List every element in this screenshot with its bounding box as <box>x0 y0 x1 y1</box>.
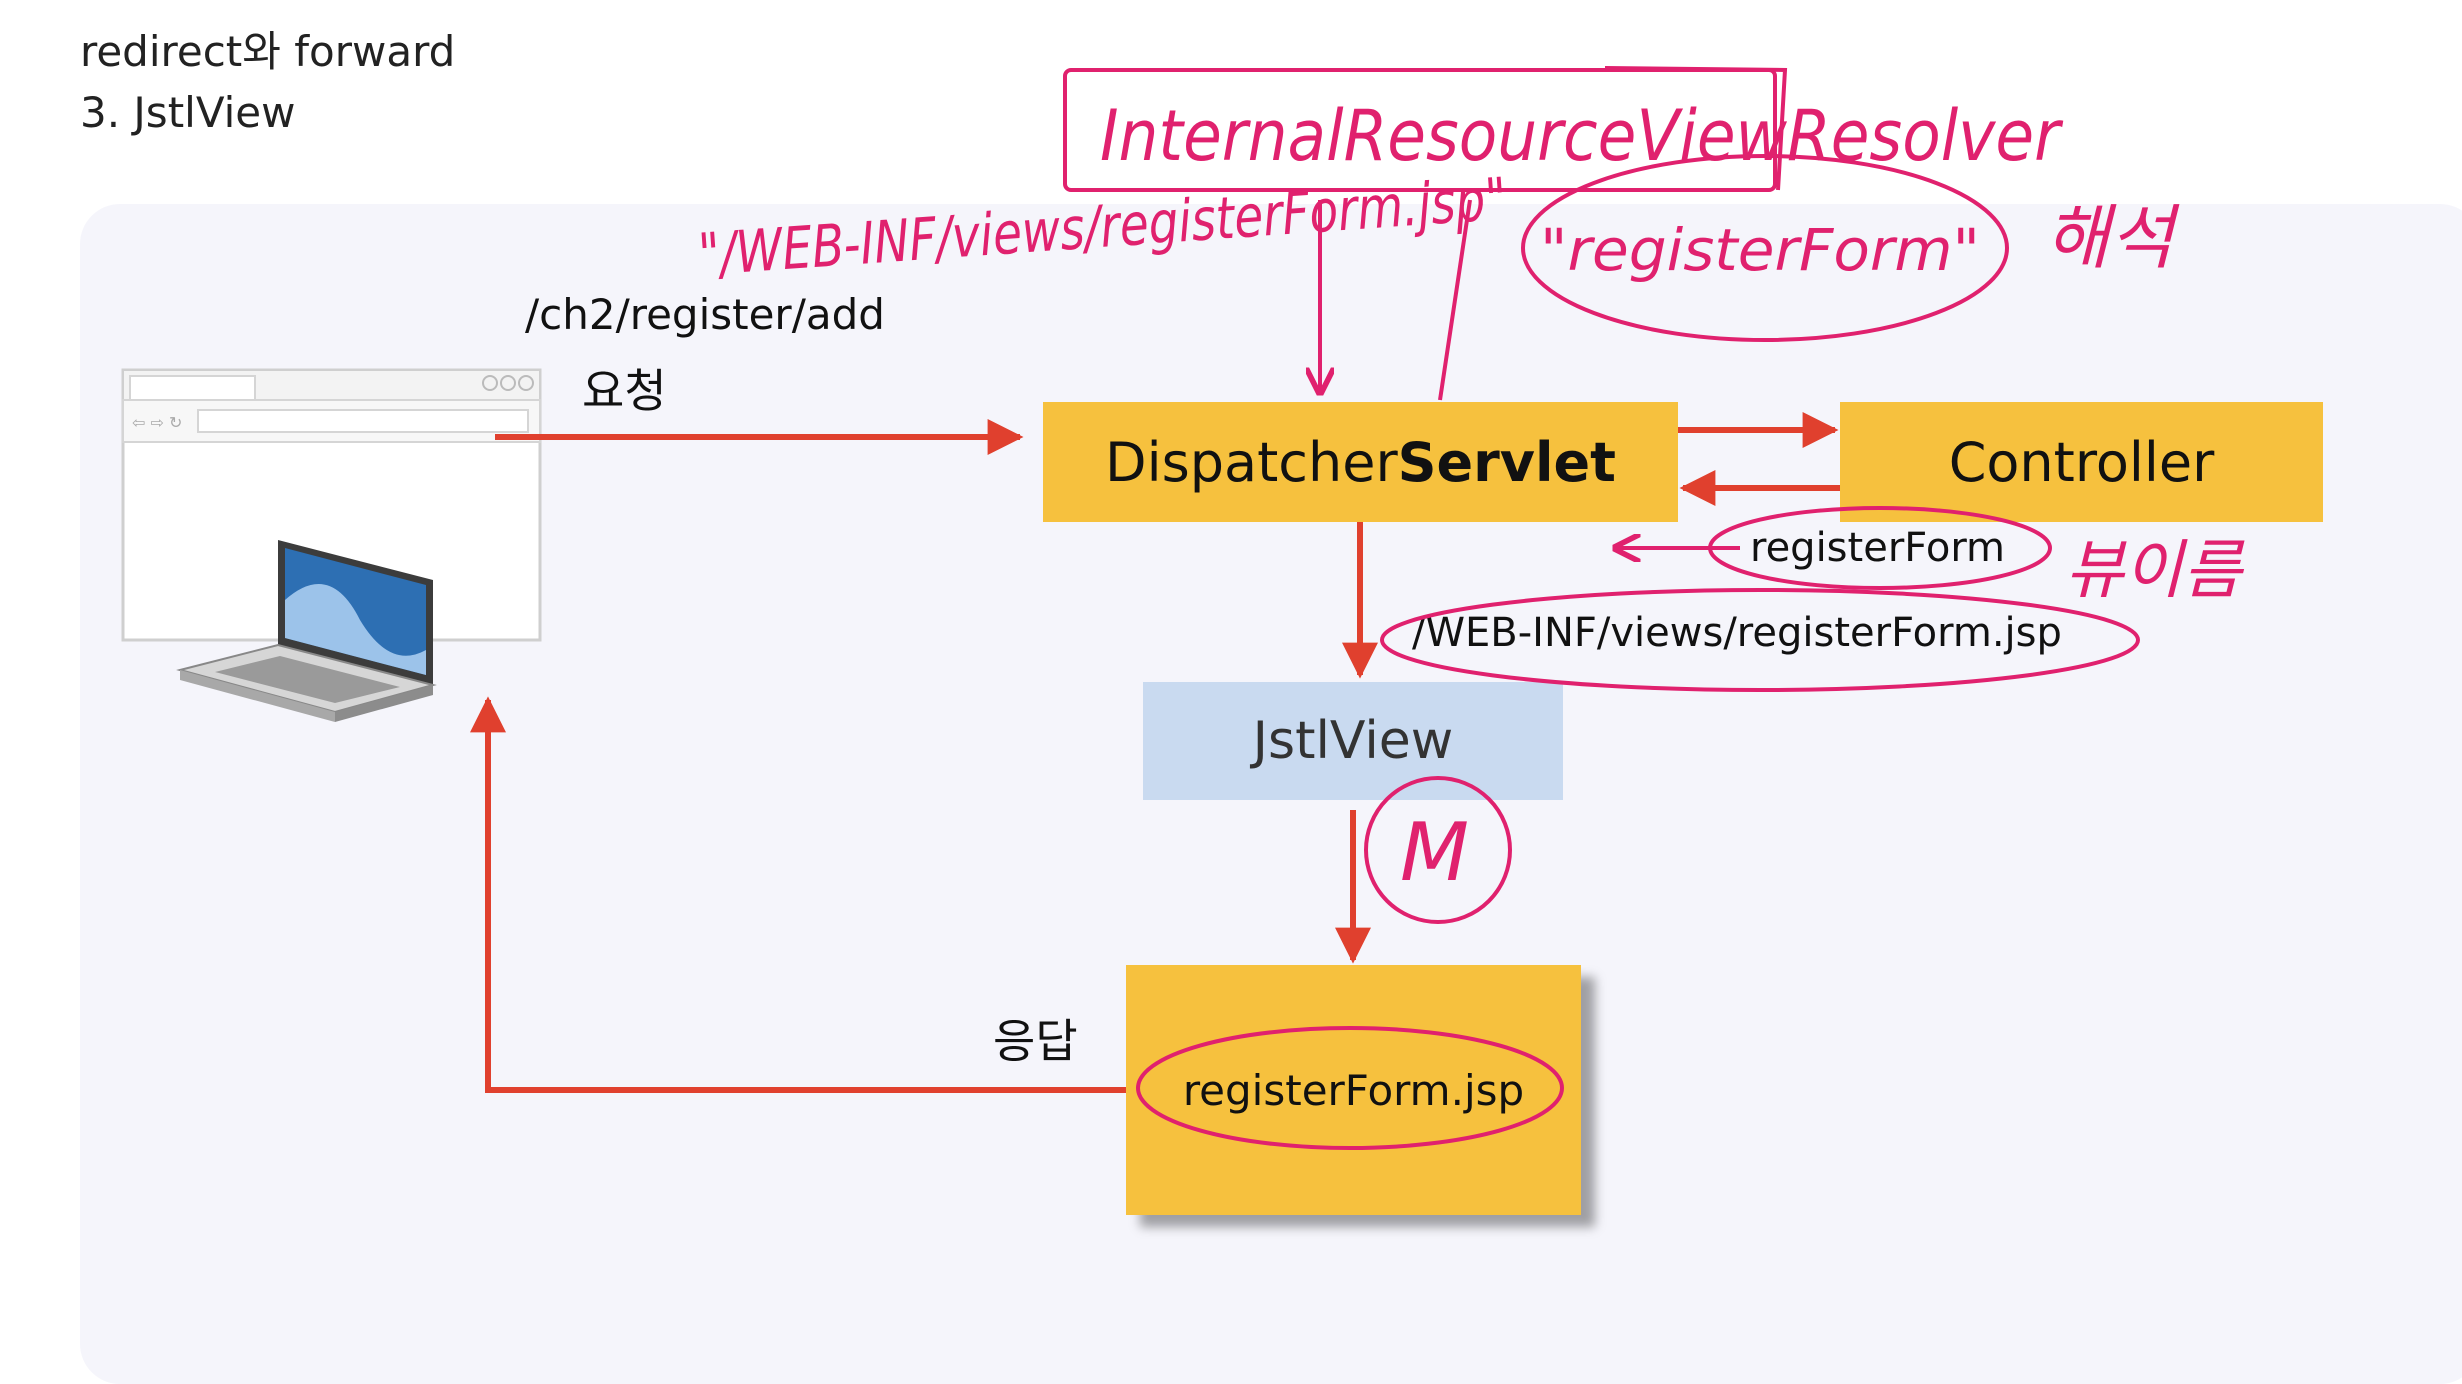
handwritten-annotations <box>1063 66 2140 1150</box>
jsp-label: registerForm.jsp <box>1182 1065 1525 1115</box>
name-note-handwriting: "registerForm" <box>1540 216 1980 284</box>
page-subtitle: 3. JstlView <box>80 88 296 137</box>
controller-box: Controller <box>1840 402 2323 522</box>
response-label: 응답 <box>993 1014 1078 1068</box>
jstl-view-box: JstlView <box>1143 682 1563 800</box>
dispatcher-label-bold: Servlet <box>1397 430 1616 494</box>
view-name-label: registerForm <box>1750 525 2006 571</box>
response-arrow <box>470 696 1126 1093</box>
jsp-box: registerForm.jsp <box>1126 965 1581 1215</box>
svg-text:⇦ ⇨ ↻: ⇦ ⇨ ↻ <box>132 413 182 432</box>
page-title: redirect와 forward <box>80 27 456 76</box>
browser-window-icon: ⇦ ⇨ ↻ <box>121 368 542 642</box>
view-name-circle <box>1708 506 2052 590</box>
laptop-icon <box>176 540 437 722</box>
view-name-note-handwriting: 뷰이름 <box>2065 534 2245 608</box>
model-circle <box>1364 776 1512 924</box>
flow-arrows <box>470 412 1840 1093</box>
resolver-upper-box-annotation <box>1604 66 1788 191</box>
resolver-handwriting: InternalResourceViewResolver <box>1100 95 2064 177</box>
jstl-view-label: JstlView <box>1252 711 1454 771</box>
haesuk-handwriting: 해석 <box>2045 197 2180 279</box>
request-label: 요청 <box>582 364 667 418</box>
controller-label: Controller <box>1948 430 2215 494</box>
request-url-label: /ch2/register/add <box>525 290 885 339</box>
name-note-circle <box>1521 154 2009 342</box>
view-path-label: /WEB-INF/views/registerForm.jsp <box>1412 610 2062 656</box>
path-note-handwriting: "/WEB-INF/views/registerForm.jsp" <box>696 165 1509 289</box>
view-path-circle <box>1380 588 2140 692</box>
jsp-circle <box>1136 1026 1564 1150</box>
resolver-box-annotation <box>1063 68 1777 192</box>
dispatcher-label-prefix: Dispatcher <box>1105 430 1398 494</box>
dispatcher-to-resolver-line <box>1438 199 1472 401</box>
model-handwriting: M <box>1400 806 1469 899</box>
